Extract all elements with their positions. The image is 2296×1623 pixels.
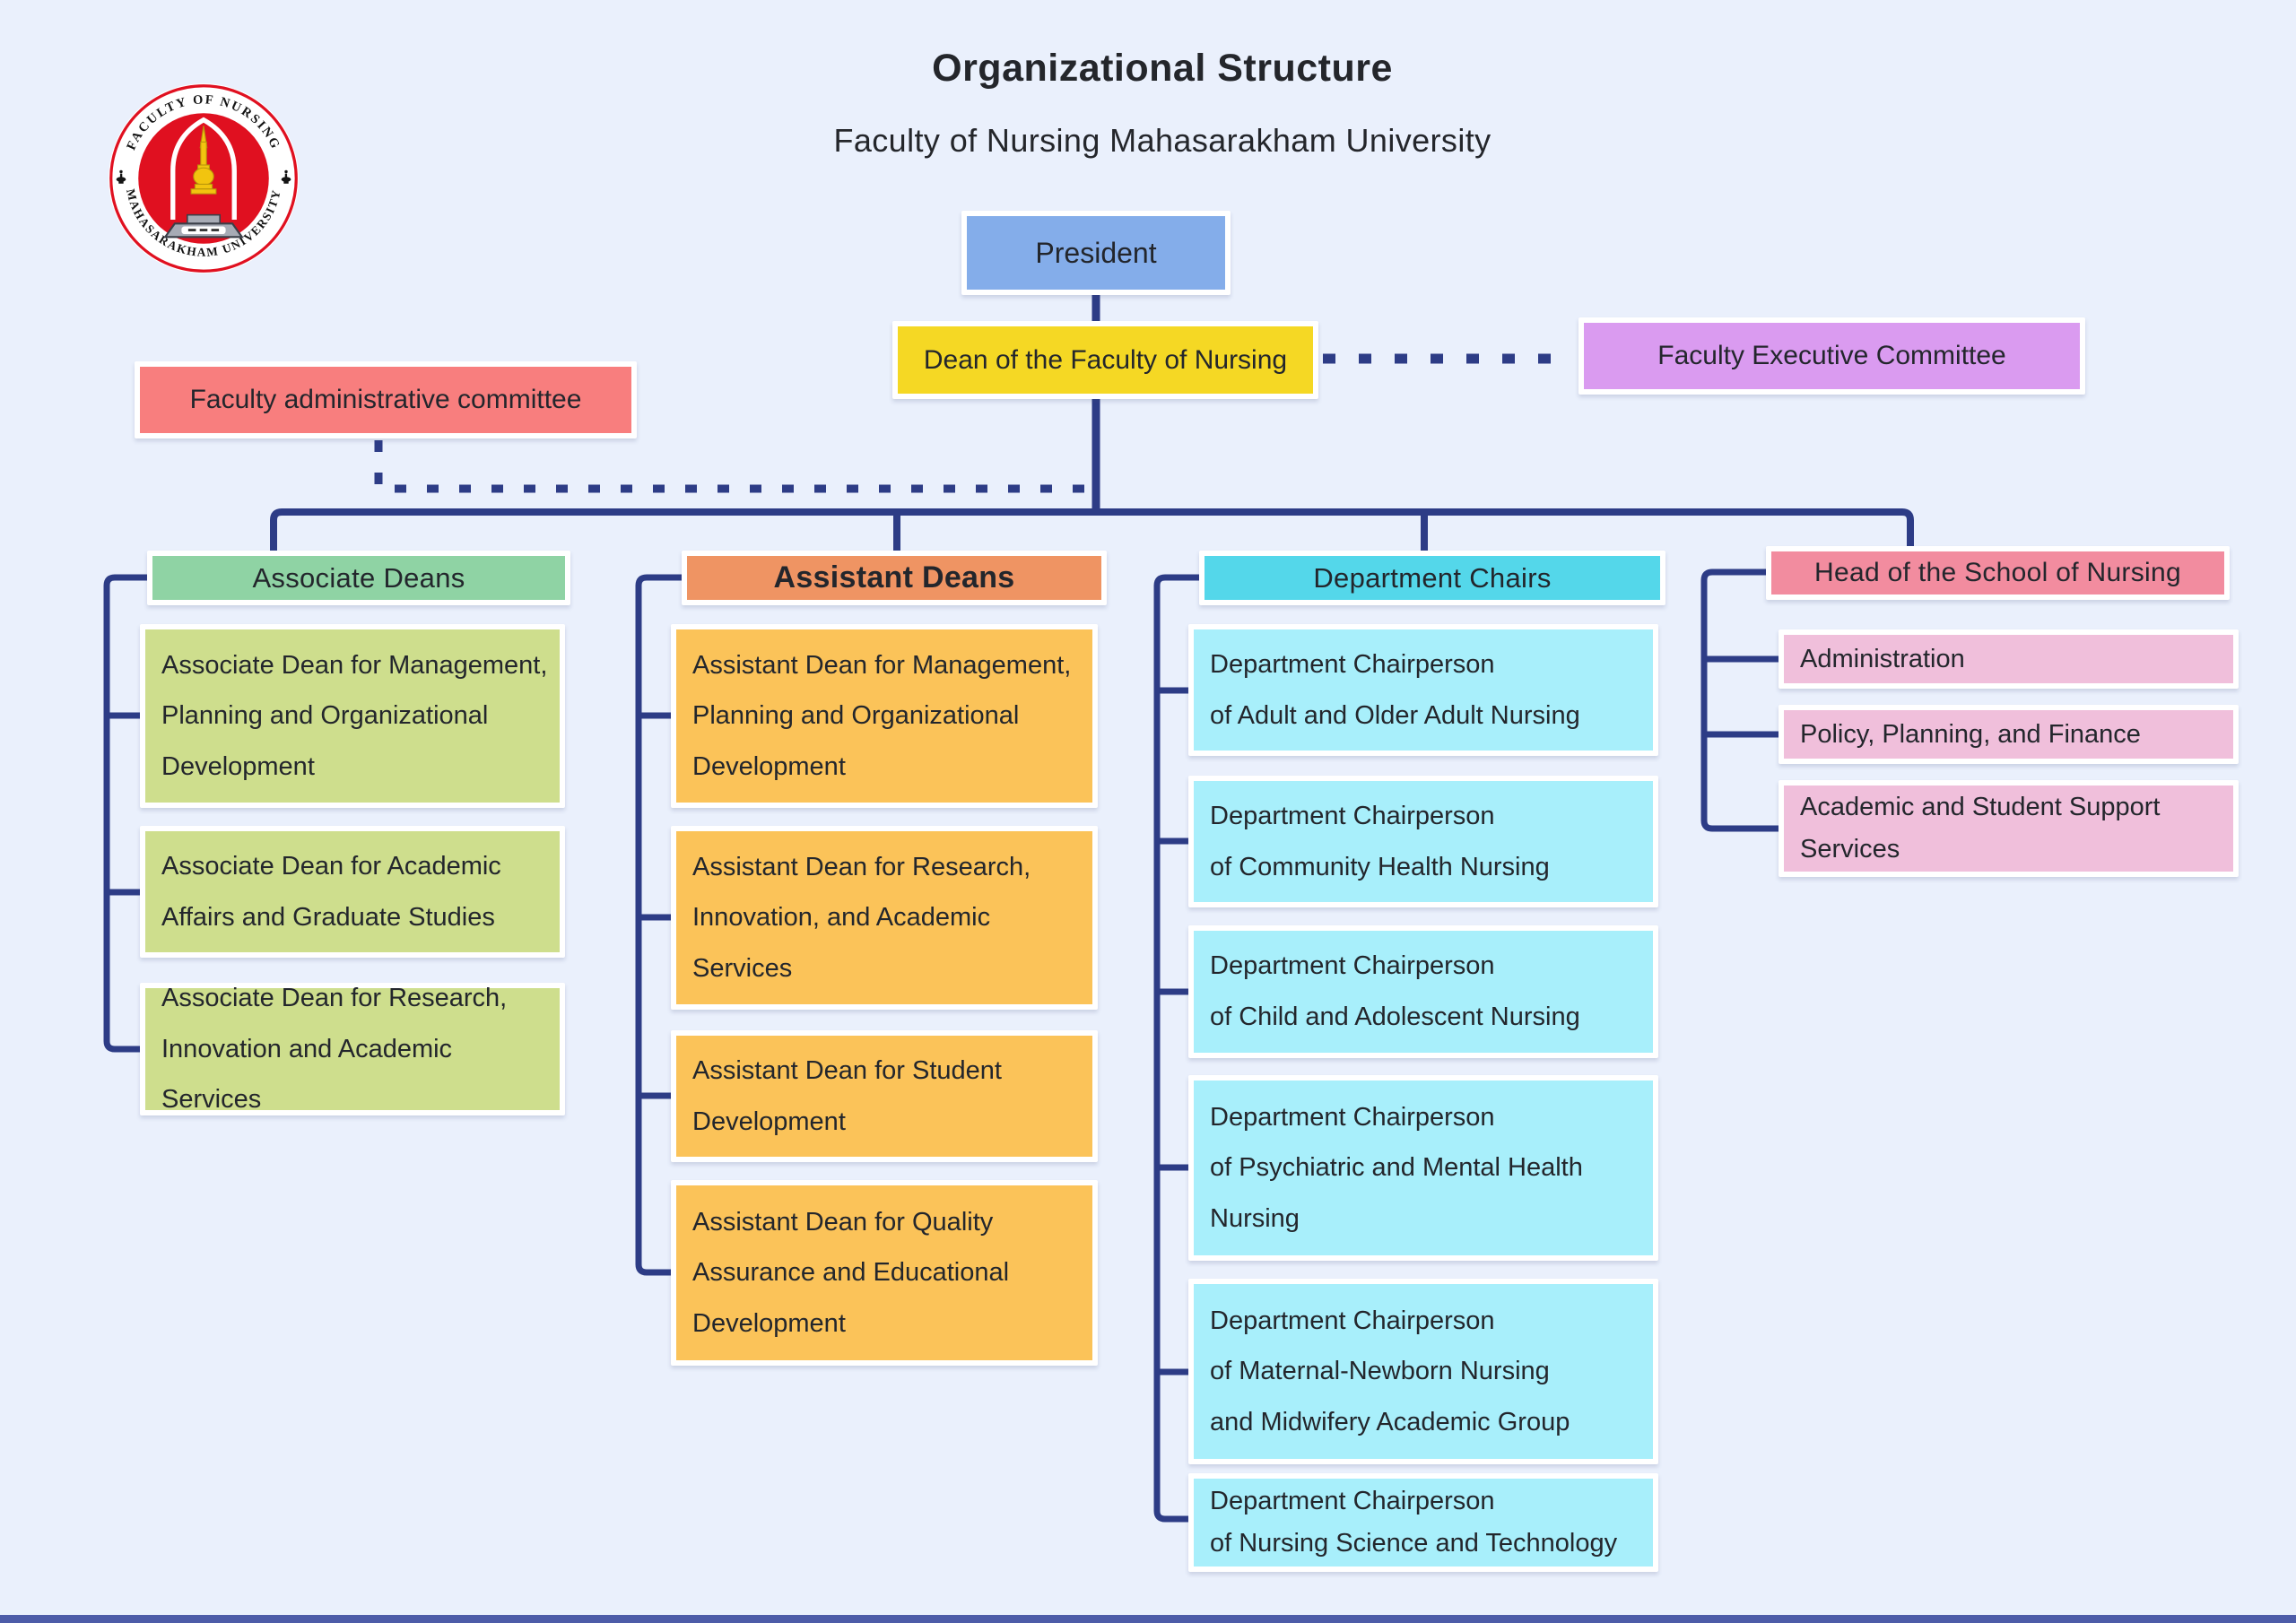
org-item-school-2: Policy, Planning, and Finance — [1779, 705, 2239, 764]
org-item-school-3: Academic and Student Support Services — [1779, 780, 2239, 877]
org-item-school-1: Administration — [1779, 629, 2239, 689]
org-item-department-2: Department Chairperson of Community Heal… — [1188, 776, 1658, 907]
column-header-department-chairs: Department Chairs — [1199, 551, 1665, 605]
bracket-school-of-nursing — [1700, 568, 1779, 832]
org-item-department-6: Department Chairperson of Nursing Scienc… — [1188, 1473, 1658, 1572]
page-title: Organizational Structure — [932, 47, 1393, 90]
org-item-associate-2: Associate Dean for Academic Affairs and … — [140, 826, 565, 958]
bracket-assistant-deans — [635, 574, 682, 1276]
node-faculty-administrative-committee: Faculty administrative committee — [135, 361, 637, 438]
connector-distribution — [270, 508, 1914, 551]
org-item-assistant-2: Assistant Dean for Research, Innovation,… — [671, 826, 1098, 1010]
node-dean: Dean of the Faculty of Nursing — [892, 321, 1318, 399]
org-item-assistant-4: Assistant Dean for Quality Assurance and… — [671, 1180, 1098, 1366]
org-item-department-1: Department Chairperson of Adult and Olde… — [1188, 624, 1658, 756]
org-item-assistant-3: Assistant Dean for Student Development — [671, 1030, 1098, 1162]
org-item-department-5: Department Chairperson of Maternal-Newbo… — [1188, 1279, 1658, 1464]
org-item-assistant-1: Assistant Dean for Management, Planning … — [671, 624, 1098, 808]
org-item-associate-3: Associate Dean for Research, Innovation … — [140, 983, 565, 1115]
org-item-department-3: Department Chairperson of Child and Adol… — [1188, 925, 1658, 1058]
faculty-seal-logo: FACULTY OF NURSING MAHASARAKHAM UNIVERSI… — [109, 83, 299, 273]
column-header-assistant-deans: Assistant Deans — [682, 551, 1107, 605]
bracket-associate-deans — [103, 574, 147, 1053]
org-item-department-4: Department Chairperson of Psychiatric an… — [1188, 1075, 1658, 1261]
pagoda-icon — [163, 117, 244, 239]
bottom-edge-bar — [0, 1615, 2296, 1623]
connector-dashed-admin-committee — [374, 440, 1091, 493]
bracket-department-chairs — [1153, 574, 1199, 1523]
node-president: President — [961, 211, 1231, 295]
lamp-icon-right — [281, 169, 291, 184]
column-header-school-of-nursing: Head of the School of Nursing — [1766, 546, 2230, 600]
org-item-associate-1: Associate Dean for Management, Planning … — [140, 624, 565, 808]
column-header-associate-deans: Associate Deans — [147, 551, 570, 605]
node-faculty-executive-committee: Faculty Executive Committee — [1578, 317, 2085, 395]
page-subtitle: Faculty of Nursing Mahasarakham Universi… — [833, 122, 1492, 159]
lamp-icon-left — [116, 169, 126, 184]
